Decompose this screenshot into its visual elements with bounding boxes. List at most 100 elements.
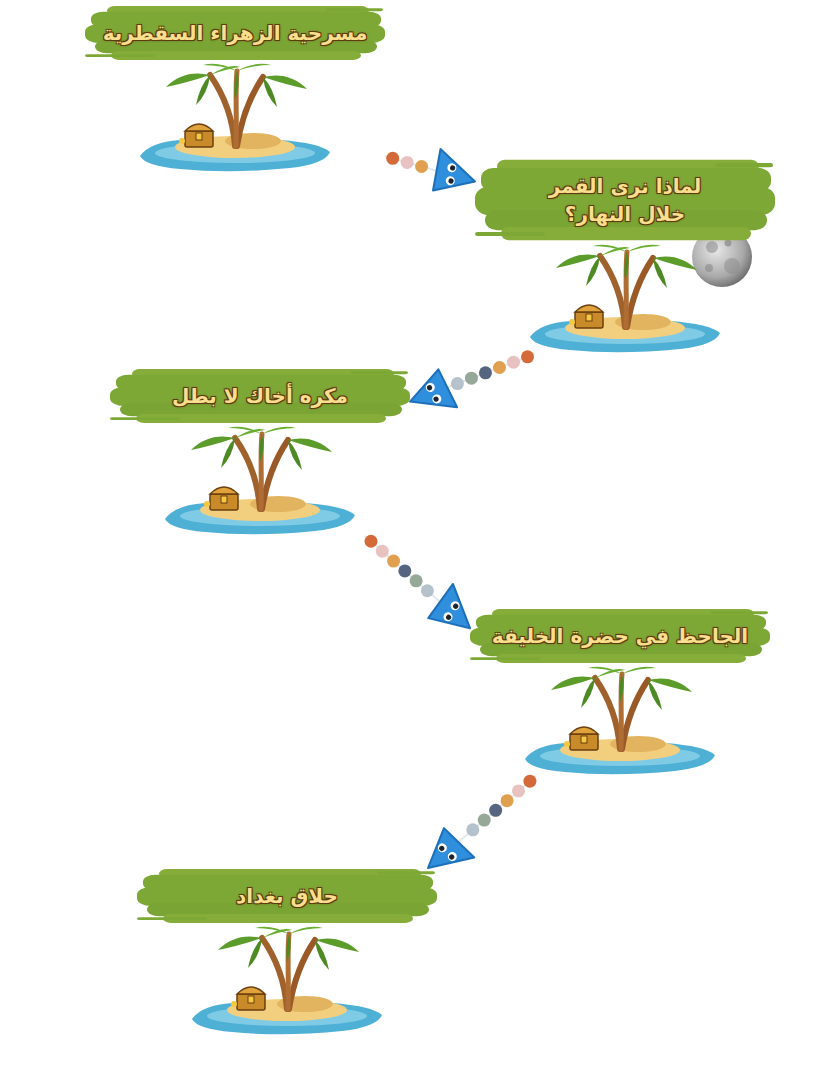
island-illustration-part: [593, 245, 627, 252]
dotted-trail-part: [478, 814, 491, 827]
island-station: مسرحية الزهراء السقطرية: [85, 5, 385, 173]
dotted-trail-part: [376, 545, 389, 558]
triangle-pointer-part: [449, 599, 462, 612]
island-illustration-part: [569, 319, 575, 325]
island-illustration-part: [255, 927, 289, 934]
banner-brush-part: [110, 417, 180, 420]
banner-brush-part: [475, 232, 545, 236]
triangle-pointer-part: [403, 368, 457, 422]
dotted-trail-part: [386, 152, 399, 165]
island-illustration-part: [185, 131, 213, 147]
dotted-trail-part: [421, 584, 434, 597]
island-illustration: [470, 664, 770, 776]
island-illustration-part: [315, 940, 329, 970]
island-illustration: [85, 61, 385, 173]
island-illustration-part: [262, 440, 288, 509]
triangle-pointer: [429, 149, 481, 201]
triangle-pointer: [403, 368, 457, 422]
banner: مسرحية الزهراء السقطرية: [85, 5, 385, 61]
dotted-trail-part: [401, 156, 414, 169]
island-illustration-part: [575, 312, 603, 328]
dotted-trail-part: [501, 794, 514, 807]
island-illustration-part: [203, 64, 237, 71]
triangle-pointer-part: [449, 165, 455, 171]
banner-brush-part: [470, 657, 540, 660]
banner: الجاحظ في حضرة الخليفة: [470, 608, 770, 664]
island-illustration-part: [575, 305, 603, 312]
banner-brush-part: [85, 54, 155, 57]
island-illustration-part: [262, 427, 296, 434]
banner-brush-part: [137, 917, 207, 920]
island-illustration-part: [248, 938, 262, 968]
island-illustration-part: [627, 258, 653, 327]
island-illustration-part: [588, 667, 622, 674]
island-illustration-part: [234, 71, 238, 99]
island-illustration-part: [228, 427, 262, 434]
dotted-trail-part: [415, 160, 428, 173]
dotted-trail-part: [521, 350, 534, 363]
island-illustration-part: [237, 64, 271, 71]
station-title: الجاحظ في حضرة الخليفة: [492, 622, 748, 650]
island-illustration-part: [622, 680, 648, 749]
island-illustration-part: [263, 77, 277, 107]
island-illustration-part: [210, 487, 238, 494]
triangle-pointer-part: [446, 162, 457, 173]
island-holder: [470, 664, 770, 776]
island-station: مكره أخاك لا بطل: [110, 368, 410, 536]
island-illustration-part: [288, 440, 302, 470]
dotted-trail-part: [523, 775, 536, 788]
island-illustration-part: [289, 940, 315, 1009]
island-station: الجاحظ في حضرة الخليفة: [470, 608, 770, 776]
island-holder: [475, 242, 775, 354]
banner-brush-part: [710, 611, 768, 614]
island-illustration: [475, 242, 775, 354]
island-illustration-part: [286, 934, 290, 962]
dotted-trail: [385, 149, 481, 201]
island-holder: [85, 61, 385, 173]
triangle-pointer-part: [436, 842, 449, 855]
triangle-pointer-part: [438, 845, 445, 852]
banner-brush-part: [377, 871, 435, 874]
triangle-pointer-part: [424, 382, 436, 394]
dotted-trail: [365, 535, 485, 643]
station-title: مسرحية الزهراء السقطرية: [103, 19, 368, 47]
moon-crater: [724, 258, 740, 274]
island-illustration-part: [204, 501, 210, 507]
station-title: مكره أخاك لا بطل: [172, 382, 348, 410]
island-illustration-part: [179, 138, 185, 144]
island-illustration-part: [289, 927, 323, 934]
island-illustration-part: [581, 736, 587, 743]
triangle-pointer-part: [433, 396, 440, 403]
island-illustration-part: [221, 438, 235, 468]
island-station: لماذا نرى القمر خلال النهار؟: [475, 158, 775, 354]
dotted-trail: [415, 775, 536, 885]
island-illustration-part: [221, 496, 227, 503]
island-illustration-part: [248, 996, 254, 1003]
island-illustration-part: [185, 124, 213, 131]
triangle-pointer-part: [426, 384, 433, 391]
island-illustration-part: [627, 245, 661, 252]
dotted-trail-part: [365, 535, 378, 548]
island-illustration-part: [237, 994, 265, 1010]
triangle-pointer-part: [445, 175, 456, 186]
island-illustration-part: [586, 314, 592, 321]
station-title: لماذا نرى القمر خلال النهار؟: [525, 172, 725, 228]
triangle-pointer-part: [448, 178, 454, 184]
island-illustration-part: [564, 741, 570, 747]
island-illustration-part: [570, 734, 598, 750]
dotted-trail-part: [489, 804, 502, 817]
dotted-trail-part: [465, 372, 478, 385]
island-illustration: [137, 924, 437, 1036]
island-illustration-part: [237, 77, 263, 146]
island-illustration-part: [619, 674, 623, 702]
island-illustration-part: [259, 434, 263, 462]
island-illustration-part: [196, 75, 210, 105]
island-holder: [110, 424, 410, 536]
dotted-trail-part: [507, 356, 520, 369]
island-illustration-part: [210, 494, 238, 510]
dotted-trail-part: [398, 564, 411, 577]
dotted-trail-part: [410, 574, 423, 587]
island-illustration-part: [622, 667, 656, 674]
